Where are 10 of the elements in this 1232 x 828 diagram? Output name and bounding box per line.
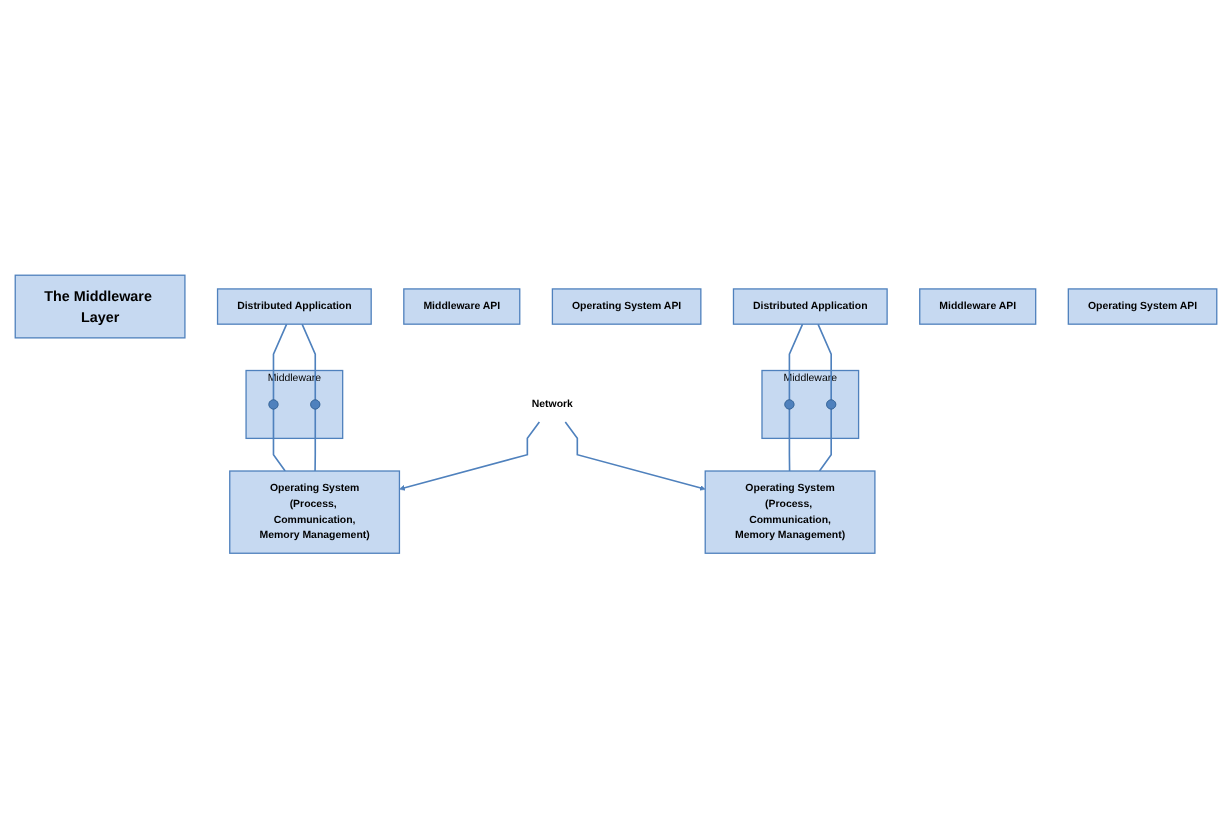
connector bbox=[788, 407, 791, 472]
connector bbox=[788, 323, 804, 401]
arrow bbox=[399, 421, 541, 491]
arrow bbox=[564, 421, 706, 491]
connector bbox=[314, 407, 317, 472]
connector bbox=[301, 323, 317, 401]
connector bbox=[272, 407, 286, 472]
connector bbox=[272, 323, 288, 401]
connector bbox=[818, 407, 832, 472]
connector bbox=[817, 323, 832, 401]
